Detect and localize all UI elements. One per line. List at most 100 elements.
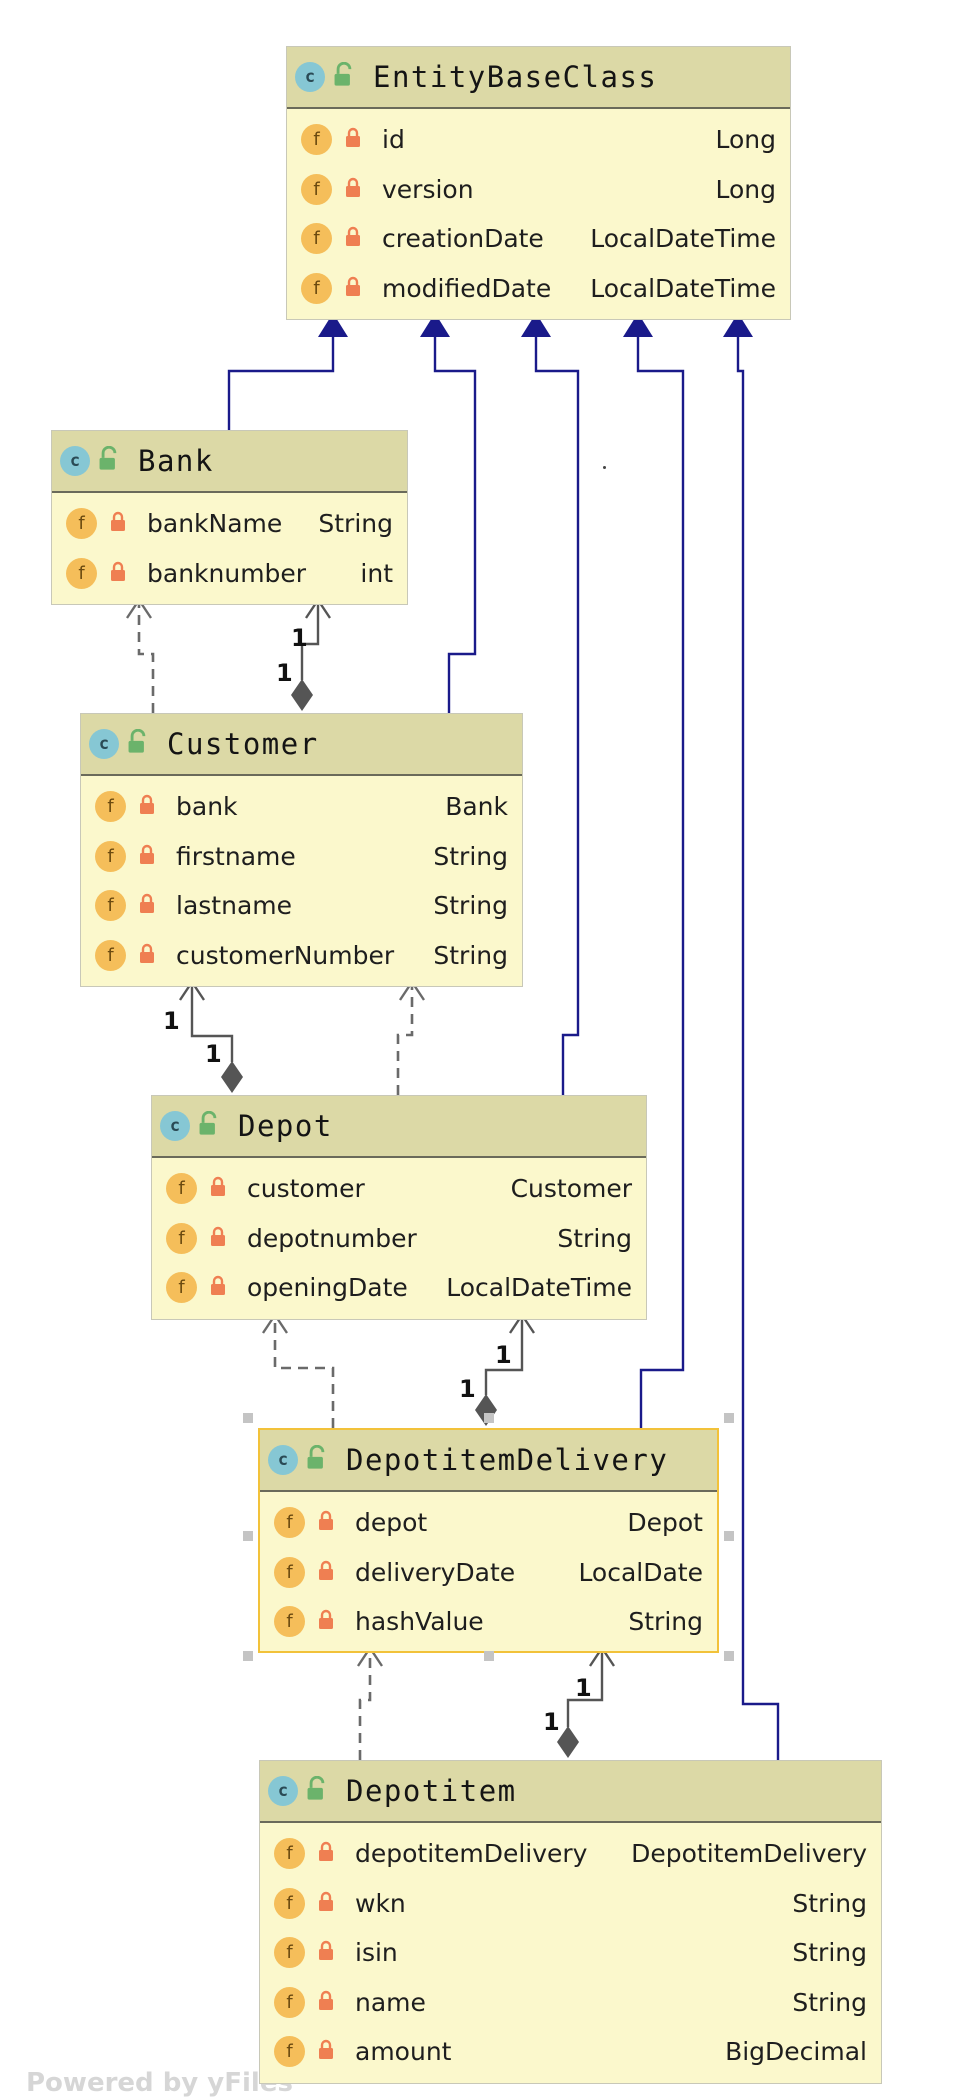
private-lock-icon (344, 125, 382, 154)
field-icon: f (66, 508, 97, 540)
selection-handle[interactable] (724, 1651, 734, 1661)
field-name: deliveryDate (355, 1557, 516, 1587)
private-lock-icon (317, 1938, 355, 1967)
field-icon: f (274, 2036, 305, 2068)
field-name: isin (355, 1938, 398, 1968)
field-row[interactable]: f lastname String (81, 881, 522, 931)
field-icon: f (66, 557, 97, 589)
multiplicity-label: 1 (163, 1007, 180, 1035)
field-type: Depot (627, 1508, 703, 1538)
field-type: String (433, 891, 508, 921)
class-name: Depotitem (346, 1774, 517, 1808)
selection-handle[interactable] (484, 1651, 494, 1661)
field-icon: f (95, 890, 126, 922)
field-type: String (318, 509, 393, 539)
field-icon: f (166, 1272, 197, 1304)
field-icon: f (274, 1937, 305, 1969)
field-name: modifiedDate (382, 273, 552, 303)
field-icon: f (166, 1222, 197, 1254)
field-row[interactable]: f customerNumber String (81, 931, 522, 981)
field-name: banknumber (147, 558, 307, 588)
class-name: Depot (238, 1109, 333, 1143)
private-lock-icon (109, 559, 147, 588)
inheritance-edge (227, 337, 335, 430)
field-name: depotnumber (247, 1223, 417, 1253)
private-lock-icon (344, 274, 382, 303)
private-lock-icon (109, 509, 147, 538)
private-lock-icon (317, 1607, 355, 1636)
field-icon: f (301, 124, 332, 156)
class-name: Bank (138, 444, 214, 478)
field-row[interactable]: f openingDate LocalDateTime (152, 1263, 646, 1313)
private-lock-icon (317, 1558, 355, 1587)
private-lock-icon (317, 1508, 355, 1537)
public-visibility-icon (127, 728, 167, 759)
dependency-edge (273, 1315, 335, 1428)
inheritance-arrowhead (318, 313, 348, 337)
field-name: lastname (176, 891, 292, 921)
field-icon: f (301, 272, 332, 304)
field-type: String (557, 1223, 632, 1253)
field-icon: f (95, 939, 126, 971)
field-type: Customer (510, 1174, 632, 1204)
private-lock-icon (138, 941, 176, 970)
field-type: String (628, 1607, 703, 1637)
field-name: openingDate (247, 1273, 408, 1303)
field-icon: f (274, 1606, 305, 1638)
field-name: name (355, 1987, 426, 2017)
selection-handle[interactable] (484, 1413, 494, 1423)
field-row[interactable]: f depotnumber String (152, 1214, 646, 1264)
field-type: LocalDate (578, 1557, 703, 1587)
field-type: LocalDateTime (446, 1273, 632, 1303)
multiplicity-label: 1 (575, 1674, 592, 1702)
field-type: BigDecimal (725, 2037, 867, 2067)
class-icon: c (268, 1445, 298, 1475)
selection-handle[interactable] (724, 1413, 734, 1423)
field-type: String (433, 940, 508, 970)
field-name: customerNumber (176, 940, 395, 970)
private-lock-icon (138, 891, 176, 920)
field-type: LocalDateTime (590, 224, 776, 254)
class-icon: c (60, 446, 90, 476)
private-lock-icon (209, 1273, 247, 1302)
field-type: String (433, 841, 508, 871)
private-lock-icon (317, 1839, 355, 1868)
field-type: Long (715, 174, 777, 204)
selection-handle[interactable] (243, 1413, 253, 1423)
selection-handle[interactable] (243, 1651, 253, 1661)
private-lock-icon (138, 792, 176, 821)
selection-handle[interactable] (724, 1531, 734, 1541)
inheritance-arrowhead (420, 313, 450, 337)
private-lock-icon (317, 2037, 355, 2066)
class-name: DepotitemDelivery (346, 1443, 669, 1477)
inheritance-arrowhead (521, 313, 551, 337)
selection-handle[interactable] (243, 1531, 253, 1541)
